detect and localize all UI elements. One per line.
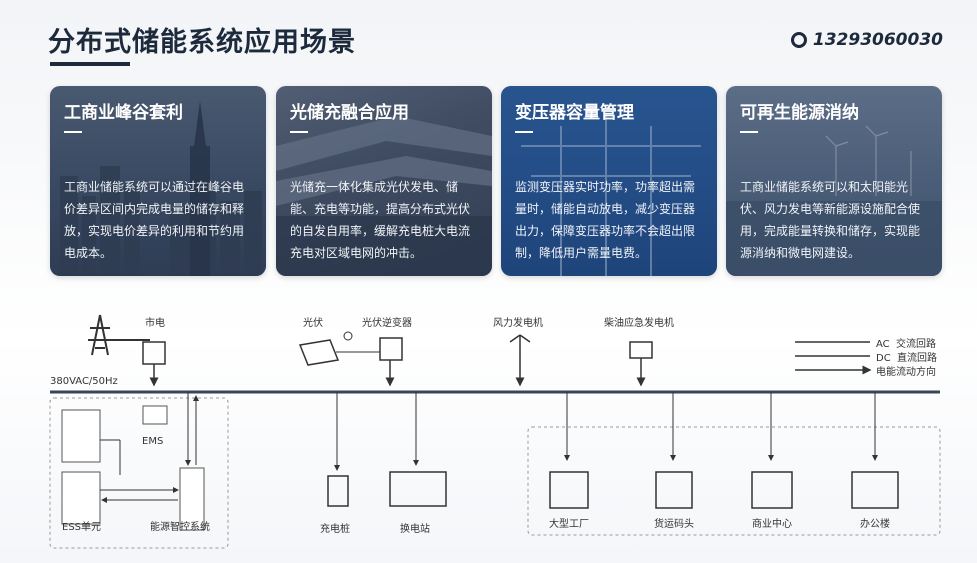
card-renewable: 可再生能源消纳 工商业储能系统可以和太阳能光伏、风力发电等新能源设施配合使用，完… <box>726 86 942 276</box>
label-controller: 能源智控系统 <box>150 522 210 533</box>
label-factory: 大型工厂 <box>549 519 589 530</box>
card-transformer: 变压器容量管理 监测变压器实时功率，功率超出需量时，储能自动放电，减少变压器出力… <box>501 86 717 276</box>
label-charger: 充电桩 <box>320 524 350 535</box>
card-text: 工商业储能系统可以和太阳能光伏、风力发电等新能源设施配合使用，完成能量转换和储存… <box>740 180 921 260</box>
legend-dc: DC 直流回路 <box>876 353 938 364</box>
solar-carport-image <box>276 86 492 276</box>
system-diagram: 市电 光伏 光伏逆变器 风力发电机 柴油应急发电机 380VAC/50Hz EM… <box>0 300 977 563</box>
scenario-cards: 工商业峰谷套利 工商业储能系统可以通过在峰谷电价差异区间内完成电量的储存和释放，… <box>50 86 942 276</box>
card-title: 变压器容量管理 <box>515 103 634 123</box>
phone-icon <box>790 32 807 48</box>
card-text: 监测变压器实时功率，功率超出需量时，储能自动放电，减少变压器出力，保障变压器功率… <box>515 180 696 260</box>
label-ems: EMS <box>142 436 164 447</box>
phone-contact: 13293060030 <box>790 30 943 50</box>
card-peak-valley: 工商业峰谷套利 工商业储能系统可以通过在峰谷电价差异区间内完成电量的储存和释放，… <box>50 86 266 276</box>
card-pv-storage-charging: 光储充融合应用 光储充一体化集成光伏发电、储能、充电等功能，提高分布式光伏的自发… <box>276 86 492 276</box>
legend-flow: 电能流动方向 <box>876 367 936 378</box>
phone-number: 13293060030 <box>812 30 943 50</box>
card-title: 可再生能源消纳 <box>740 103 859 123</box>
mall-icon <box>751 471 793 509</box>
legend-ac: AC 交流回路 <box>876 339 937 350</box>
pylon-icon <box>88 314 150 356</box>
city-skyline-image <box>50 86 266 276</box>
label-swap: 换电站 <box>400 524 430 535</box>
office-icon <box>851 471 899 509</box>
card-text: 光储充一体化集成光伏发电、储能、充电等功能，提高分布式光伏的自发自用率，缓解充电… <box>290 180 471 260</box>
label-grid: 市电 <box>145 318 165 329</box>
wind-solar-farm-image <box>726 86 942 276</box>
label-ess: ESS单元 <box>62 522 102 533</box>
card-title: 工商业峰谷套利 <box>64 103 183 123</box>
label-mall: 商业中心 <box>752 519 792 530</box>
label-bus: 380VAC/50Hz <box>50 376 118 387</box>
card-text: 工商业储能系统可以通过在峰谷电价差异区间内完成电量的储存和释放，实现电价差异的利… <box>64 180 245 260</box>
card-title: 光储充融合应用 <box>290 103 409 123</box>
factory-icon <box>549 471 589 509</box>
label-pv: 光伏 <box>303 318 323 329</box>
page-title: 分布式储能系统应用场景 <box>48 27 356 58</box>
label-inverter: 光伏逆变器 <box>362 318 412 329</box>
dock-icon <box>655 471 693 509</box>
label-diesel: 柴油应急发电机 <box>604 318 674 329</box>
label-wind: 风力发电机 <box>493 318 543 329</box>
label-dock: 货运码头 <box>654 519 694 530</box>
title-underline <box>50 62 130 66</box>
label-office: 办公楼 <box>860 519 890 530</box>
transformer-image <box>501 86 717 276</box>
